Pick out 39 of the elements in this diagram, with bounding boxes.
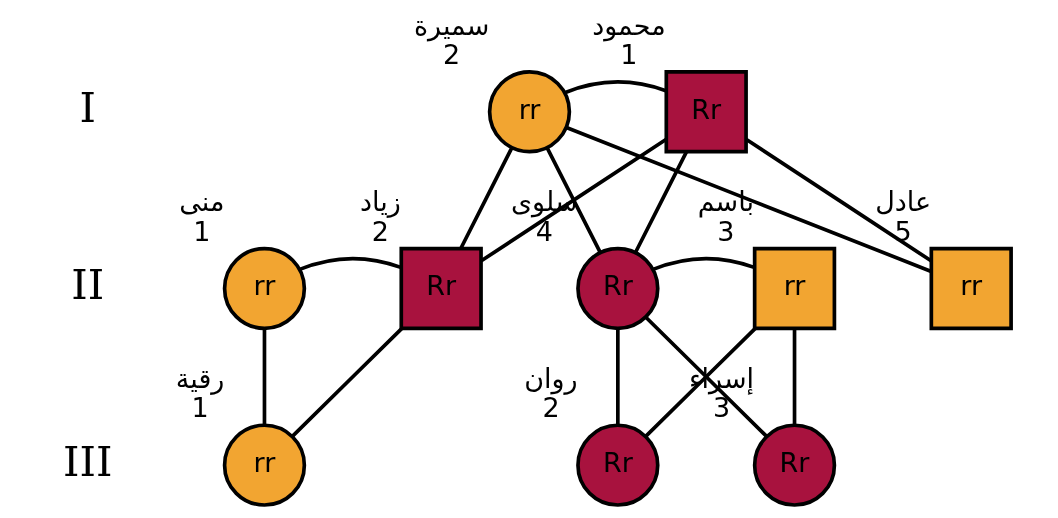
node-circle: rr xyxy=(487,70,571,154)
connector xyxy=(479,137,667,263)
node-box: rr xyxy=(929,246,1013,331)
node-circle: Rr xyxy=(575,246,660,331)
connector xyxy=(290,327,403,438)
label: III xyxy=(62,436,112,486)
connector xyxy=(792,328,796,425)
connector xyxy=(651,256,755,272)
node-circle: rr xyxy=(222,423,306,507)
node-label: محمود xyxy=(591,9,666,41)
connector xyxy=(563,80,666,95)
node-label: منى xyxy=(178,186,224,218)
connector xyxy=(298,256,401,272)
connector xyxy=(744,137,932,263)
connector xyxy=(545,147,602,254)
node-label: 1 xyxy=(190,392,209,424)
node-label: باسم xyxy=(697,186,754,218)
node-box: rr xyxy=(752,246,836,331)
node-label: عادل xyxy=(874,186,931,218)
node-label: 3 xyxy=(716,215,734,247)
node-label: 2 xyxy=(442,39,460,71)
node-circle: Rr xyxy=(752,423,836,507)
label: I xyxy=(79,83,96,133)
node-box: Rr xyxy=(663,70,748,154)
node-circle: rr xyxy=(222,246,306,331)
connector xyxy=(644,315,768,438)
connector xyxy=(644,327,757,438)
node-box: Rr xyxy=(398,246,483,331)
node-label: رقية xyxy=(175,362,224,394)
connector xyxy=(633,150,688,254)
connector xyxy=(565,125,932,274)
connector xyxy=(458,147,513,250)
node-circle: Rr xyxy=(575,423,660,507)
node-label: 1 xyxy=(192,215,210,247)
node-label: 1 xyxy=(619,39,637,71)
connector xyxy=(615,328,620,425)
node-label: سميرة xyxy=(413,9,489,41)
connector xyxy=(262,328,266,425)
label: II xyxy=(70,260,104,310)
